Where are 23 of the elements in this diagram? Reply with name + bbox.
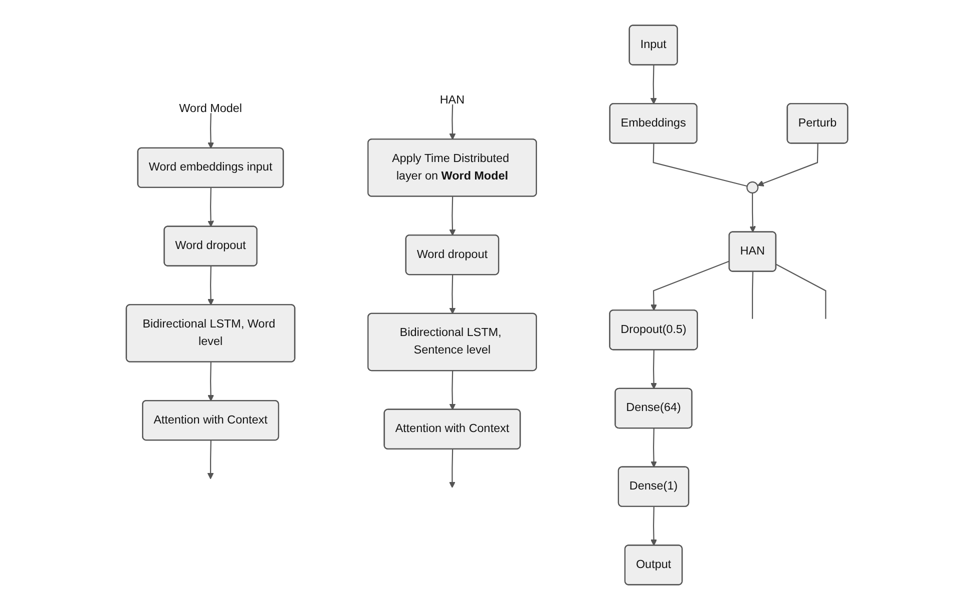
node-circle [746, 181, 758, 194]
arrow [650, 65, 657, 104]
arrow [449, 104, 456, 140]
arrow [650, 260, 730, 311]
connector [776, 264, 826, 319]
arrow [207, 440, 214, 480]
arrow [750, 192, 756, 232]
arrow [208, 362, 214, 402]
arrow [650, 428, 657, 468]
arrow [449, 274, 456, 314]
arrow [449, 449, 456, 488]
arrow [208, 188, 214, 227]
connector [652, 144, 748, 187]
arrow [650, 350, 657, 390]
arrow [449, 370, 456, 410]
node-text: HAN [440, 94, 465, 106]
arrow [449, 196, 456, 236]
arrow [208, 266, 214, 306]
arrow [650, 506, 657, 546]
arrow [208, 113, 214, 149]
arrow [757, 144, 818, 186]
connector [752, 272, 754, 319]
node-text: Word Model [179, 102, 242, 115]
